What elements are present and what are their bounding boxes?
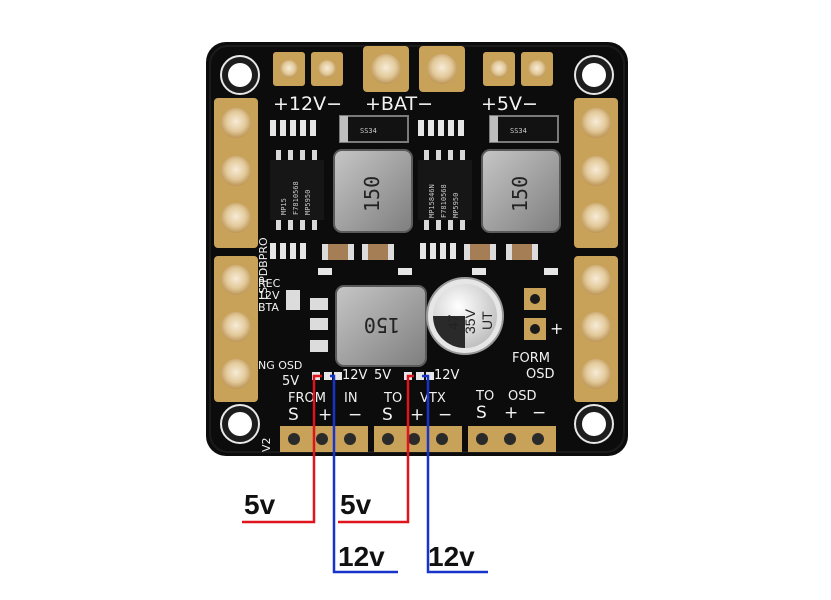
smd-components	[270, 120, 558, 275]
svg-text:150: 150	[508, 176, 532, 212]
diode-left: SS34	[339, 115, 409, 143]
label-minus-1: −	[348, 405, 362, 425]
label-in: IN	[344, 391, 358, 406]
label-to-osd: TO	[475, 389, 494, 404]
jumper-pads-left	[286, 290, 328, 352]
label-plus-2: +	[410, 405, 424, 425]
label-osd-right: OSD	[526, 367, 555, 382]
label-minus-3: −	[532, 403, 546, 423]
label-plus-3: +	[504, 403, 518, 423]
inductor-left: 150	[333, 149, 413, 233]
label-to-vtx: TO	[383, 391, 402, 406]
annotation-5v-right: 5v	[340, 489, 372, 520]
label-from: FROM	[288, 391, 326, 406]
label-plus-1: +	[318, 405, 332, 425]
svg-text:47: 47	[445, 314, 461, 330]
jumper-pads-right	[524, 288, 546, 340]
wire-blue-left	[330, 374, 398, 574]
label-5v-mid-pad: 5V	[374, 368, 391, 383]
svg-text:F7810568: F7810568	[292, 181, 300, 215]
svg-text:MP15: MP15	[280, 198, 288, 215]
label-bat-output: +BAT−	[365, 93, 433, 115]
wire-red-left	[242, 374, 322, 524]
regulator-chip-left: MP15 F7810568 MP5950	[270, 150, 324, 230]
diode-right: SS34	[489, 115, 559, 143]
svg-text:UT: UT	[479, 311, 495, 330]
svg-text:150: 150	[360, 176, 384, 212]
annotation-5v-left: 5v	[244, 489, 276, 520]
label-s-1: S	[288, 405, 299, 425]
regulator-chip-right: MP15846N F7810568 MP5950	[418, 150, 472, 230]
wire-red-right	[338, 374, 414, 524]
pcb-board	[206, 42, 628, 456]
label-bta: BTA	[258, 301, 279, 314]
bottom-pin-pads	[280, 426, 556, 452]
label-12v-jumper: 12V	[258, 289, 280, 302]
wire-blue-right	[422, 374, 488, 574]
label-plus-right: +	[550, 319, 563, 338]
label-v2: V2	[260, 437, 273, 452]
svg-text:F7810568: F7810568	[440, 184, 448, 218]
label-12v-output: +12V−	[273, 93, 342, 115]
label-ng-osd: NG OSD	[258, 359, 302, 372]
svg-text:SS34: SS34	[360, 127, 377, 135]
svg-text:MP5950: MP5950	[452, 193, 460, 218]
label-form: FORM	[512, 351, 550, 366]
svg-text:MP5950: MP5950	[304, 190, 312, 215]
top-output-pads	[273, 46, 553, 92]
label-5v-output: +5V−	[481, 93, 538, 115]
electrolytic-capacitor: 47 35V UT	[426, 277, 504, 355]
inductor-bottom: 150	[335, 285, 427, 367]
label-s-2: S	[382, 405, 393, 425]
label-rec: REC	[258, 277, 281, 290]
inductor-right: 150	[481, 149, 561, 233]
svg-text:SS34: SS34	[510, 127, 527, 135]
annotation-12v-right: 12v	[428, 541, 475, 572]
annotation-12v-left: 12v	[338, 541, 385, 572]
mounting-holes	[220, 55, 614, 444]
left-side-pads	[214, 98, 258, 402]
svg-text:MP15846N: MP15846N	[428, 184, 436, 218]
svg-text:150: 150	[364, 313, 400, 337]
label-minus-2: −	[438, 405, 452, 425]
label-vtx: VTX	[420, 391, 446, 406]
label-12v-mid-pad: 12V	[434, 368, 460, 383]
label-board-model: LS-PDBPRO	[257, 237, 270, 300]
label-osd-bottom: OSD	[508, 389, 537, 404]
ceramic-capacitors	[322, 244, 538, 260]
right-side-pads	[574, 98, 618, 402]
label-5v-left-pad: 5V	[282, 374, 299, 389]
svg-text:35V: 35V	[462, 308, 478, 334]
label-s-3: S	[476, 403, 487, 423]
label-12v-left-pad: 12V	[342, 368, 368, 383]
